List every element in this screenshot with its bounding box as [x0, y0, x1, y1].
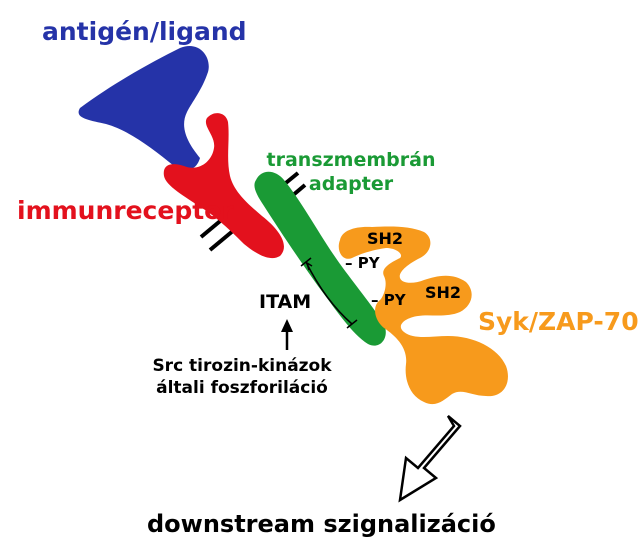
py-lower-label: – PY: [371, 291, 406, 309]
antigen-label: antigén/ligand: [42, 17, 247, 46]
outlined-down-left-arrow-icon: [398, 415, 462, 503]
downstream-signaling-label: downstream szignalizáció: [147, 510, 496, 538]
immunoreceptor-label: immunreceptor: [17, 196, 234, 225]
sh2-lower-label: SH2: [425, 283, 462, 302]
antigen-shape: [78, 46, 209, 170]
src-kinase-label-line-1: Src tirozin-kinázok: [152, 356, 332, 376]
py-upper-label: – PY: [345, 254, 380, 272]
src-kinase-label-line-2: általi foszforiláció: [156, 378, 328, 398]
adapter-shape: [254, 171, 386, 346]
sh2-upper-label: SH2: [367, 229, 404, 248]
double-headed-arrow-icon: [305, 261, 313, 271]
span-arrow-cap-bottom: [346, 319, 358, 329]
syk-zap70-shape: [338, 226, 508, 405]
span-arrow-line: [305, 261, 353, 325]
itam-label: ITAM: [259, 291, 312, 313]
up-arrow-icon: [281, 319, 293, 350]
adapter-label-line-1: transzmembrán: [266, 149, 436, 171]
adapter-label-line-2: adapter: [308, 173, 394, 195]
immunoreceptor-shape: [163, 113, 284, 259]
up-arrow-head: [281, 319, 293, 332]
signal-arrow-shape: [398, 415, 462, 503]
itam-span-arrow: [300, 257, 358, 329]
syk-zap70-label: Syk/ZAP-70: [478, 307, 638, 336]
src-kinase-label: Src tirozin-kinázok általi foszforiláció: [142, 355, 342, 399]
adapter-label: transzmembrán adapter: [256, 148, 446, 196]
